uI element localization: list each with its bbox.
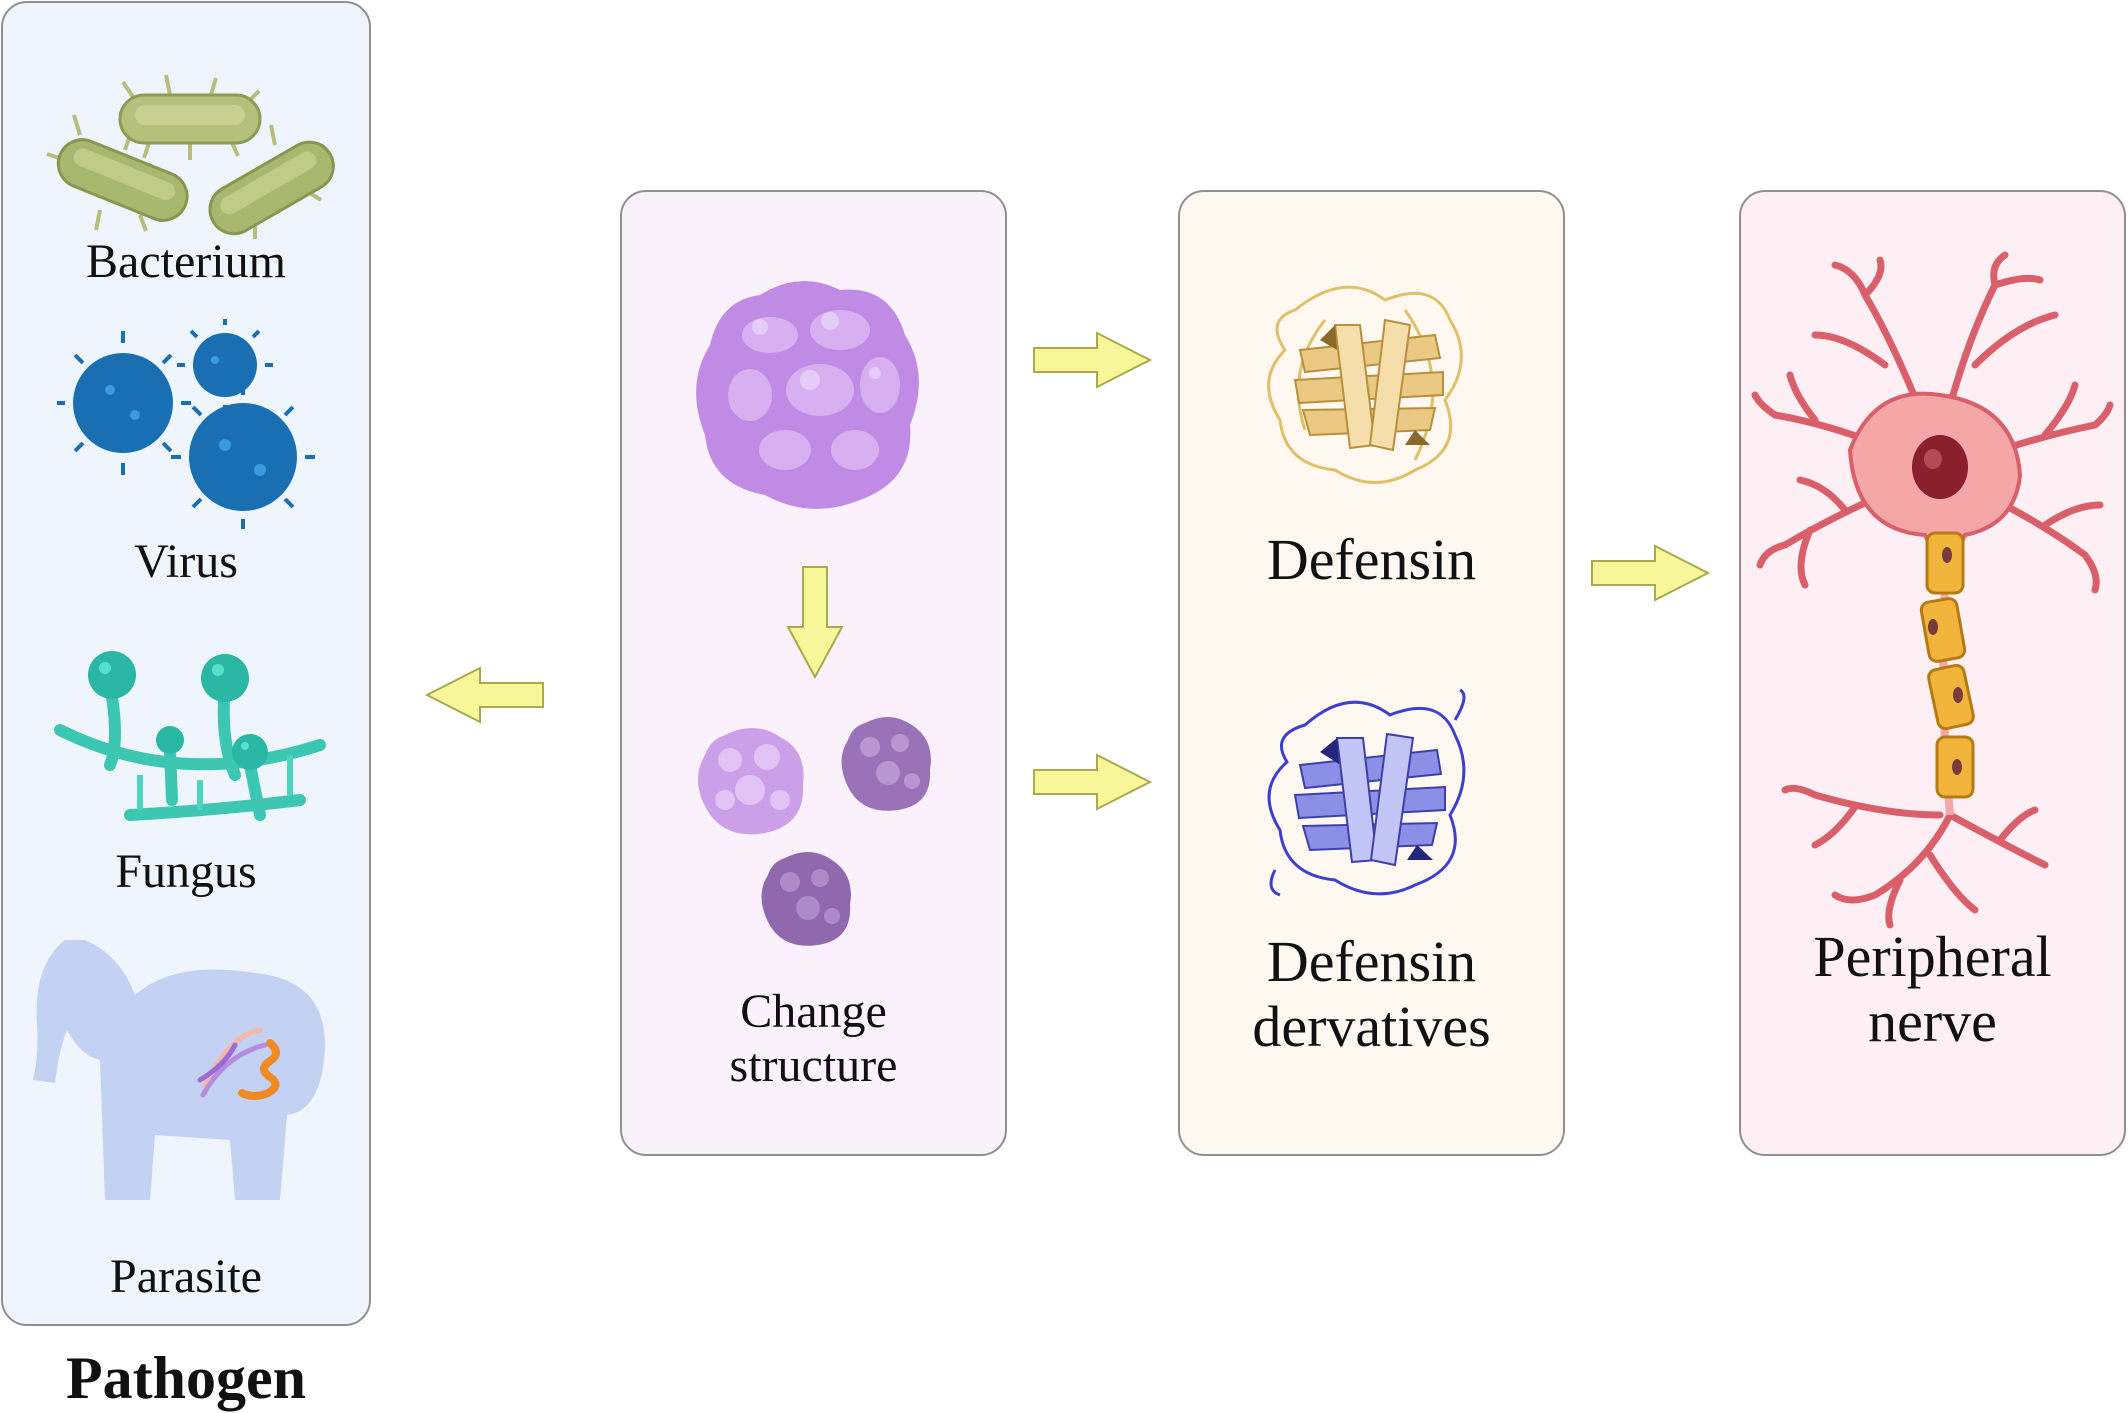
arrow-down-icon [786, 566, 844, 680]
arrow-right-to-nerve [1591, 544, 1711, 602]
defensin-label: Defensin [1266, 527, 1477, 592]
nerve-line2: nerve [1868, 988, 1997, 1054]
parasite-elephant-icon [33, 940, 325, 1200]
defensin-derivatives-label: Defensin dervatives [1178, 929, 1565, 1060]
arrow-right-to-derivatives [1033, 753, 1153, 811]
fungus-label: Fungus [115, 845, 257, 898]
parasite-label: Parasite [110, 1250, 262, 1303]
bacterium-label: Bacterium [86, 235, 286, 288]
nerve-line1: Peripheral [1813, 924, 2052, 989]
derivatives-line2: dervatives [1252, 993, 1491, 1059]
small-aggregate-icon-2 [841, 716, 931, 811]
small-aggregate-icon-1 [697, 727, 804, 835]
change-structure-line1: Change [740, 985, 887, 1038]
defensin-derivative-protein-icon [1267, 688, 1466, 897]
arrow-right-to-defensin [1033, 331, 1153, 389]
arrow-left-to-pathogen [424, 666, 544, 724]
neuron-icon [1751, 251, 2114, 929]
fungus-icon [54, 651, 326, 821]
change-structure-line2: structure [729, 1038, 898, 1092]
pathogen-title: Pathogen [66, 1345, 306, 1411]
peripheral-nerve-label: Peripheral nerve [1739, 924, 2126, 1055]
protein-aggregate-icon [696, 281, 919, 509]
bacteria-icon [46, 74, 335, 239]
defensin-protein-icon [1267, 285, 1463, 484]
derivatives-line1: Defensin [1266, 929, 1477, 994]
change-structure-label: Change structure [620, 985, 1007, 1093]
virus-label: Virus [134, 535, 238, 588]
small-aggregate-icon-3 [761, 851, 851, 946]
virus-icon [57, 319, 315, 529]
